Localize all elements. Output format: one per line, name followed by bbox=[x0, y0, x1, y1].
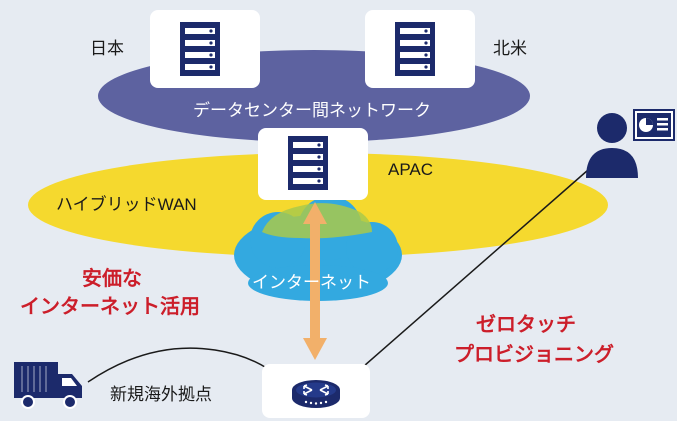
label-new-overseas-site: 新規海外拠点 bbox=[110, 385, 212, 404]
zero-touch-line bbox=[345, 169, 589, 382]
label-zero-touch-line2: プロビジョニング bbox=[454, 344, 614, 366]
label-cheap-internet-line2: インターネット活用 bbox=[20, 296, 200, 318]
label-zero-touch-line1: ゼロタッチ bbox=[476, 314, 576, 336]
router-icon bbox=[292, 380, 340, 408]
admin-user-icon bbox=[586, 113, 638, 178]
server-icon bbox=[180, 22, 220, 76]
server-icon bbox=[395, 22, 435, 76]
label-cheap-internet-line1: 安価な bbox=[82, 268, 142, 290]
truck-icon bbox=[14, 362, 82, 409]
server-icon bbox=[288, 136, 328, 190]
dashboard-icon bbox=[633, 109, 675, 141]
label-north-america: 北米 bbox=[493, 39, 527, 58]
internet-link-arrow bbox=[303, 202, 327, 360]
label-apac: APAC bbox=[388, 160, 434, 179]
label-japan: 日本 bbox=[90, 39, 124, 58]
site-connection-curve bbox=[87, 347, 281, 383]
server-box-apac bbox=[258, 128, 368, 200]
label-internet: インターネット bbox=[252, 273, 371, 292]
label-datacenter-network: データセンター間ネットワーク bbox=[193, 101, 431, 120]
router-box bbox=[262, 364, 370, 418]
server-box-japan bbox=[150, 10, 260, 88]
label-hybrid-wan: ハイブリッドWAN bbox=[56, 195, 197, 214]
server-box-north-america bbox=[365, 10, 475, 88]
